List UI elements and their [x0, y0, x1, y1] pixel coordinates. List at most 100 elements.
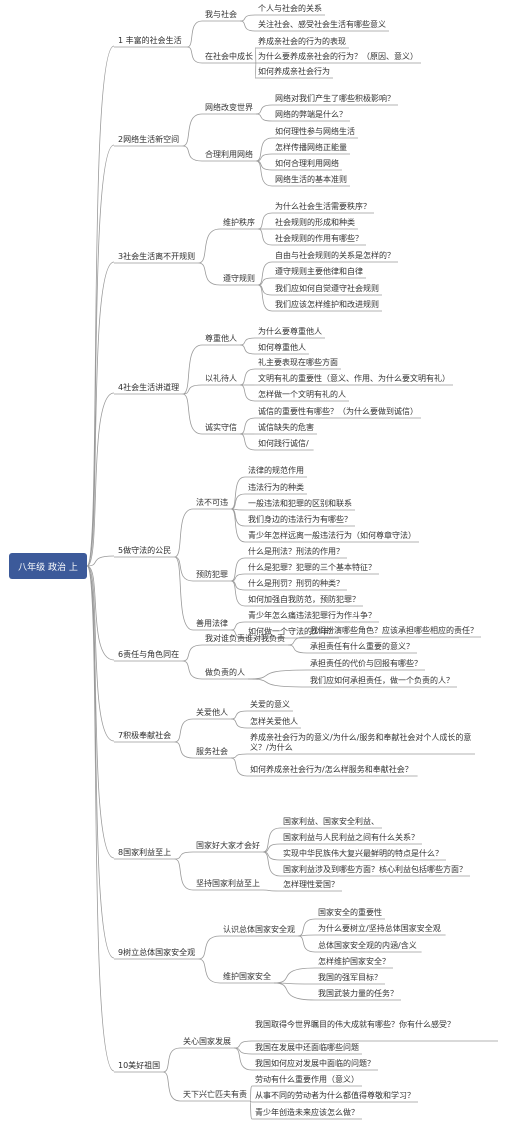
item-node[interactable]: 青少年创造未来应该怎么做？	[255, 1108, 359, 1117]
item-node[interactable]: 诚信的重要性有哪些？（为什么要做到诚信）	[258, 407, 418, 416]
item-node[interactable]: 养成亲社会的行为的表现	[258, 37, 346, 46]
item-node[interactable]: 为什么要树立/坚持总体国家安全观	[318, 924, 441, 933]
section-node[interactable]: 我与社会	[205, 10, 237, 19]
item-node[interactable]: 网络生活的基本准则	[275, 175, 347, 184]
item-node[interactable]: 诚信缺失的危害	[258, 423, 314, 432]
section-node[interactable]: 预防犯罪	[196, 570, 228, 579]
item-node[interactable]: 什么是刑罚？刑罚的种类？	[248, 579, 344, 588]
item-node[interactable]: 如何养成亲社会行为	[258, 67, 330, 76]
item-node[interactable]: 承担责任的代价与回报有哪些？	[310, 659, 422, 668]
section-node[interactable]: 遵守规则	[223, 274, 255, 283]
item-node[interactable]: 为什么要尊重他人	[258, 327, 322, 336]
section-node[interactable]: 维护国家安全	[223, 972, 271, 981]
section-node[interactable]: 认识总体国家安全观	[223, 925, 295, 934]
section-node[interactable]: 关心国家发展	[183, 1037, 231, 1046]
section-node[interactable]: 诚实守信	[205, 423, 237, 432]
section-node[interactable]: 维护秩序	[223, 218, 255, 227]
item-node[interactable]: 我国在发展中还面临哪些问题	[255, 1043, 359, 1052]
chapter-node[interactable]: 10美好祖国	[118, 1061, 161, 1070]
chapter-node[interactable]: 5做守法的公民	[118, 546, 172, 555]
item-node[interactable]: 法律的规范作用	[248, 466, 304, 475]
item-node[interactable]: 文明有礼的重要性（意义、作用、为什么要文明有礼）	[258, 374, 450, 383]
section-node[interactable]: 合理利用网络	[205, 150, 253, 159]
section-node[interactable]: 天下兴亡匹夫有责	[183, 1090, 247, 1099]
item-node[interactable]: 怎样理性爱国？	[283, 880, 339, 889]
chapter-to-section-line	[198, 958, 221, 984]
item-node[interactable]: 青少年怎么痛违法犯罪行为作斗争？	[248, 611, 376, 620]
section-to-item-line	[233, 1047, 253, 1071]
section-node[interactable]: 善用法律	[196, 619, 228, 628]
item-node[interactable]: 怎样传播网络正能量	[275, 143, 347, 152]
item-node[interactable]: 什么是刑法？刑法的作用？	[248, 547, 344, 556]
item-node[interactable]: 我国如何应对发展中面临的问题？	[255, 1059, 375, 1068]
item-node[interactable]: 为什么社会生活需要秩序？	[275, 202, 371, 211]
item-node[interactable]: 关爱的意义	[250, 700, 290, 709]
section-node[interactable]: 在社会中成长	[205, 52, 253, 61]
item-node[interactable]: 从事不同的劳动者为什么都值得尊敬和学习？	[255, 1091, 415, 1100]
item-node[interactable]: 网络的弊端是什么？	[275, 110, 347, 119]
section-node[interactable]: 做负责的人	[205, 668, 245, 677]
section-node[interactable]: 关爱他人	[196, 708, 228, 717]
item-node[interactable]: 如何养成亲社会行为/怎么样服务和奉献社会？	[250, 765, 413, 774]
chapter-node[interactable]: 4社会生活讲道理	[118, 383, 180, 392]
item-node[interactable]: 如何做一个守法的少年？	[248, 627, 336, 636]
item-node[interactable]: 如何加强自我防范，预防犯罪？	[248, 595, 360, 604]
chapter-node[interactable]: 2网络生活新空间	[118, 135, 180, 144]
chapter-node[interactable]: 1 丰富的社会生活	[118, 36, 182, 45]
item-node[interactable]: 自由与社会规则的关系是怎样的？	[275, 251, 395, 260]
section-node[interactable]: 坚持国家利益至上	[196, 879, 260, 888]
item-node[interactable]: 社会规则的形成和种类	[275, 218, 355, 227]
chapter-node[interactable]: 6责任与角色同在	[118, 650, 180, 659]
item-node[interactable]: 我们应该怎样维护和改进规则	[275, 300, 379, 309]
section-to-item-line	[239, 417, 256, 435]
item-node[interactable]: 我们扮演哪些角色？应该承担哪些相应的责任？	[310, 626, 478, 635]
section-node[interactable]: 服务社会	[196, 747, 228, 756]
section-node[interactable]: 以礼待人	[205, 374, 237, 383]
item-node[interactable]: 社会规则的作用有哪些？	[275, 234, 363, 243]
item-node[interactable]: 我国武装力量的任务？	[318, 989, 398, 998]
item-node[interactable]: 一般违法和犯罪的区别和联系	[248, 499, 352, 508]
item-node[interactable]: 网络对我们产生了哪些积极影响？	[275, 94, 395, 103]
chapter-node[interactable]: 9树立总体国家安全观	[118, 948, 196, 957]
item-node[interactable]: 我们应如何自觉遵守社会规则	[275, 284, 379, 293]
item-node[interactable]: 如何践行诚信/	[258, 439, 309, 448]
chapter-node[interactable]: 3社会生活离不开规则	[118, 252, 196, 261]
item-node[interactable]: 如何合理利用网络	[275, 159, 339, 168]
chapter-node[interactable]: 7积极奉献社会	[118, 731, 172, 740]
item-node[interactable]: 怎样维护国家安全？	[318, 957, 390, 966]
item-node[interactable]: 青少年怎样远离一般违法行为（如何尊章守法）	[248, 531, 416, 540]
section-node[interactable]: 网络改变世界	[205, 103, 253, 112]
chapter-to-section-line	[182, 393, 203, 435]
item-node[interactable]: 怎样做一个文明有礼的人	[258, 390, 346, 399]
item-node[interactable]: 国家利益涉及到哪些方面？核心利益包括哪些方面？	[283, 865, 467, 874]
item-node[interactable]: 个人与社会的关系	[258, 4, 322, 13]
chapter-node[interactable]: 8国家利益至上	[118, 848, 172, 857]
item-node[interactable]: 养成亲社会行为的意义/为什么/服务和奉献社会对个人成长的意义？/为什么	[250, 733, 472, 752]
item-node[interactable]: 总体国家安全观的内涵/含义	[318, 941, 417, 950]
item-node[interactable]: 国家利益、国家安全利益、	[283, 817, 379, 826]
section-node[interactable]: 国家好大家才会好	[196, 841, 260, 850]
section-node[interactable]: 法不可违	[196, 498, 228, 507]
item-node[interactable]: 国家利益与人民利益之间有什么关系？	[283, 833, 419, 842]
item-node[interactable]: 为什么要养成亲社会的行为？（原因、意义）	[258, 52, 418, 61]
item-node[interactable]: 如何尊重他人	[258, 343, 306, 352]
item-node[interactable]: 承担责任有什么重要的意义？	[310, 642, 414, 651]
item-node[interactable]: 违法行为的种类	[248, 483, 304, 492]
item-node[interactable]: 我国取得今世界瞩目的伟大成就有哪些？你有什么感受？	[255, 1020, 455, 1029]
item-node[interactable]: 什么是犯罪？犯罪的三个基本特征？	[248, 563, 376, 572]
section-node[interactable]: 我对谁负责谁对我负责	[205, 634, 285, 643]
section-node[interactable]: 尊重他人	[205, 334, 237, 343]
item-node[interactable]: 怎样关爱他人	[250, 717, 298, 726]
item-node[interactable]: 我们身边的违法行为有哪些？	[248, 515, 352, 524]
item-node[interactable]: 礼主要表现在哪些方面	[258, 358, 338, 367]
root-node[interactable]: 八年级 政治 上	[9, 553, 87, 579]
item-node[interactable]: 关注社会、感受社会生活有哪些意义	[258, 20, 386, 29]
item-node[interactable]: 遵守规则主要他律和自律	[275, 267, 363, 276]
item-node[interactable]: 我国的强军目标？	[318, 973, 382, 982]
item-node[interactable]: 实现中华民族伟大复兴最鲜明的特点是什么？	[283, 849, 443, 858]
section-to-item-line	[287, 636, 308, 646]
item-node[interactable]: 如何理性参与网络生活	[275, 127, 355, 136]
item-node[interactable]: 劳动有什么重要作用（意义）	[255, 1075, 359, 1084]
item-node[interactable]: 我们应如何承担责任，做一个负责的人？	[310, 676, 454, 685]
item-node[interactable]: 国家安全的重要性	[318, 908, 382, 917]
